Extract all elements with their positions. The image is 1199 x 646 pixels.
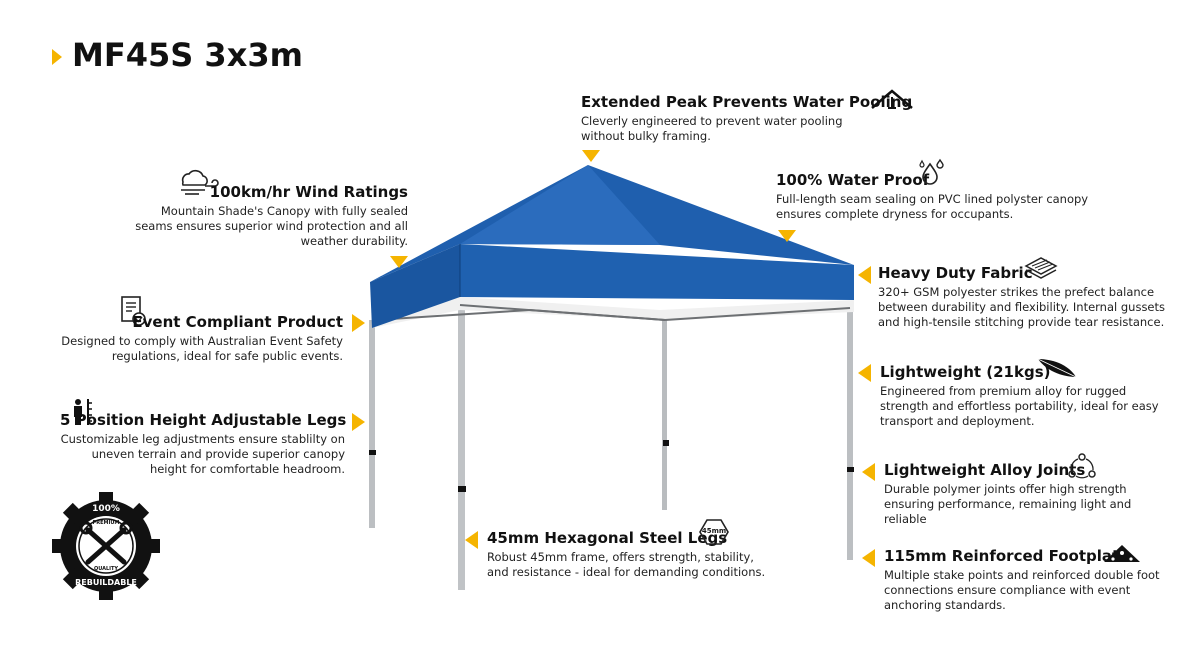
badge-quality-text: QUALITY (93, 566, 119, 572)
wind-pointer-icon (390, 256, 408, 268)
page-title: MF45S 3x3m (72, 36, 303, 74)
feature-height-heading: 5 Position Height Adjustable Legs (60, 411, 347, 429)
certificate-document-icon (118, 295, 148, 329)
badge-top-text: 100% (92, 504, 120, 514)
feature-compliant: Event Compliant Product Designed to comp… (60, 313, 343, 364)
footplate-icon (1102, 542, 1142, 566)
hexagon-icon-label: 45mm (701, 527, 727, 535)
back-leg-right (663, 440, 669, 446)
legs-pointer-icon (465, 531, 478, 549)
canopy-valance-front (460, 244, 854, 300)
feature-footplate: 115mm Reinforced Footplate Multiple stak… (884, 547, 1164, 613)
hexagon-icon: 45mm (699, 518, 729, 546)
rebuildable-gear-badge-icon: 100% PREMIUM QUALITY REBUILDABLE (50, 490, 162, 602)
wind-cloud-icon (175, 168, 225, 196)
feature-waterproof: 100% Water Proof Full-length seam sealin… (776, 171, 1096, 222)
feature-lightweight: Lightweight (21kgs) Engineered from prem… (880, 363, 1170, 429)
feature-wind-heading: 100km/hr Wind Ratings (209, 183, 408, 201)
feature-peak: Extended Peak Prevents Water Pooling Cle… (581, 93, 913, 144)
front-leg-middle (458, 300, 465, 590)
feature-legs-text: Robust 45mm frame, offers strength, stab… (487, 550, 766, 579)
title-bullet-icon (52, 49, 62, 65)
fabric-layers-icon (1023, 254, 1059, 282)
feature-fabric-heading: Heavy Duty Fabric (878, 264, 1033, 282)
feature-footplate-heading: 115mm Reinforced Footplate (884, 547, 1130, 565)
water-drops-icon (918, 158, 948, 186)
back-leg-left (662, 315, 667, 510)
joints-cycle-icon (1066, 452, 1098, 480)
feature-height-text: Customizable leg adjustments ensure stab… (60, 432, 345, 476)
canopy-valance-left (370, 244, 460, 328)
front-leg-left (369, 320, 375, 528)
feature-legs: 45mm Hexagonal Steel Legs Robust 45mm fr… (487, 529, 777, 580)
feature-wind-text: Mountain Shade's Canopy with fully seale… (135, 204, 408, 248)
front-leg-right (847, 310, 853, 560)
feature-footplate-text: Multiple stake points and reinforced dou… (884, 568, 1160, 612)
gazebo-illustration (369, 165, 854, 590)
feature-lightweight-text: Engineered from premium alloy for rugged… (880, 384, 1159, 428)
footplate-pointer-icon (862, 549, 875, 567)
lightweight-pointer-icon (858, 364, 871, 382)
feature-joints: Lightweight Alloy Joints Durable polymer… (884, 461, 1144, 527)
feature-legs-heading: 45mm Hexagonal Steel Legs (487, 529, 728, 547)
feature-peak-text: Cleverly engineered to prevent water poo… (581, 114, 843, 143)
person-height-icon (70, 398, 96, 426)
peak-roof-icon (870, 88, 914, 112)
feature-wind: 100km/hr Wind Ratings Mountain Shade's C… (120, 183, 408, 249)
feature-height: 5 Position Height Adjustable Legs Custom… (60, 411, 347, 477)
feature-fabric-text: 320+ GSM polyester strikes the prefect b… (878, 285, 1166, 329)
height-pointer-icon (352, 413, 365, 431)
peak-pointer-icon (582, 150, 600, 162)
feature-joints-heading: Lightweight Alloy Joints (884, 461, 1086, 479)
joints-pointer-icon (862, 463, 875, 481)
feature-peak-heading: Extended Peak Prevents Water Pooling (581, 93, 913, 111)
compliant-pointer-icon (352, 314, 365, 332)
badge-bottom-text: REBUILDABLE (75, 578, 137, 587)
feature-waterproof-heading: 100% Water Proof (776, 171, 930, 189)
feature-compliant-text: Designed to comply with Australian Event… (61, 334, 343, 363)
feature-compliant-heading: Event Compliant Product (132, 313, 343, 331)
fabric-pointer-icon (858, 266, 871, 284)
waterproof-pointer-icon (778, 230, 796, 242)
feather-icon (1036, 355, 1078, 381)
feature-waterproof-text: Full-length seam sealing on PVC lined po… (776, 192, 1089, 221)
feature-fabric: Heavy Duty Fabric 320+ GSM polyester str… (878, 264, 1168, 330)
feature-joints-text: Durable polymer joints offer high streng… (884, 482, 1132, 526)
badge-premium-text: PREMIUM (92, 520, 120, 526)
feature-lightweight-heading: Lightweight (21kgs) (880, 363, 1051, 381)
